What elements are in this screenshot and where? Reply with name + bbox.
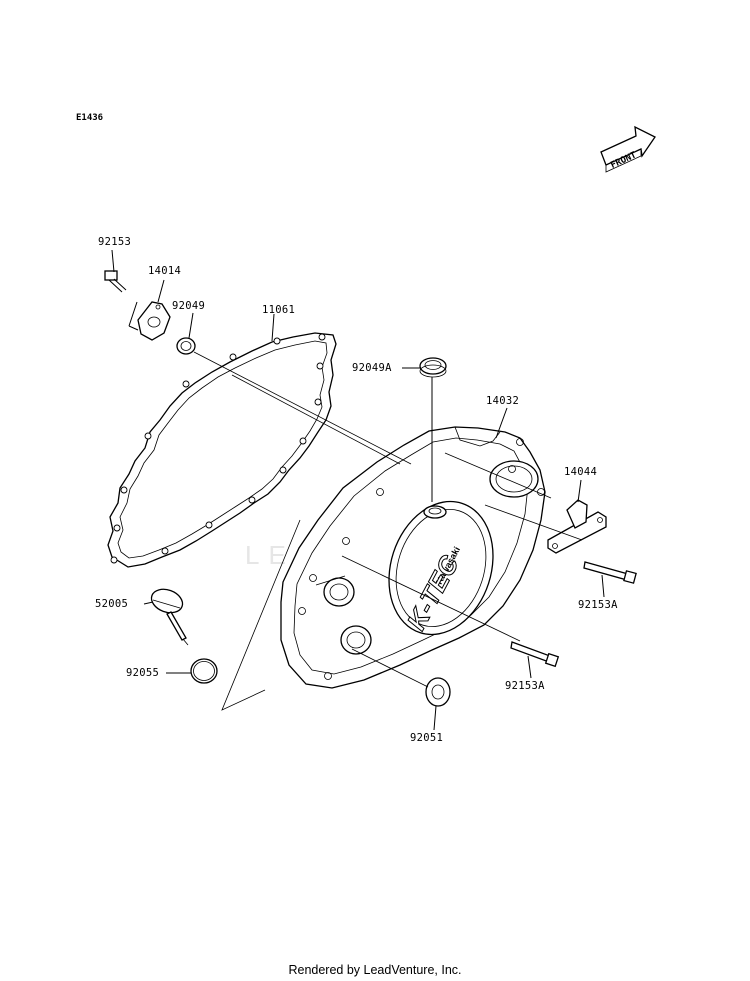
part-label-92049[interactable]: 92049 [172, 300, 206, 312]
bolt-92153-top [104, 270, 127, 293]
oil-seal-92049 [176, 337, 196, 355]
part-label-92055[interactable]: 92055 [126, 667, 160, 679]
part-label-14032[interactable]: 14032 [486, 395, 520, 407]
o-ring-92055 [190, 658, 218, 684]
part-label-14044[interactable]: 14044 [564, 466, 598, 478]
part-label-92153A-lower[interactable]: 92153A [505, 680, 545, 692]
part-label-92153A-upper[interactable]: 92153A [578, 599, 618, 611]
clutch-cover-14032: Kawasaki K-TEC [280, 426, 546, 689]
part-label-11061[interactable]: 11061 [262, 304, 296, 316]
o-ring-inner [193, 661, 215, 681]
part-label-14014[interactable]: 14014 [148, 265, 182, 277]
part-label-52005[interactable]: 52005 [95, 598, 129, 610]
holder-14044 [547, 499, 607, 554]
part-label-92049A[interactable]: 92049A [352, 362, 392, 374]
front-arrow-icon: FRONT [600, 125, 656, 173]
diagram-id: E1436 [76, 113, 104, 123]
part-label-92051[interactable]: 92051 [410, 732, 444, 744]
bolt-92153A-upper [583, 561, 637, 584]
footer-credit: Rendered by LeadVenture, Inc. [288, 963, 462, 977]
gasket-11061 [107, 332, 337, 568]
oil-seal-92051 [425, 677, 451, 707]
part-label-92153[interactable]: 92153 [98, 236, 132, 248]
oil-seal-92049A [419, 357, 447, 378]
bolt-92153A-lower [510, 641, 560, 668]
leader-lines [111, 249, 605, 731]
plate-14014 [137, 301, 171, 341]
oil-filler-cap-52005 [150, 588, 189, 646]
